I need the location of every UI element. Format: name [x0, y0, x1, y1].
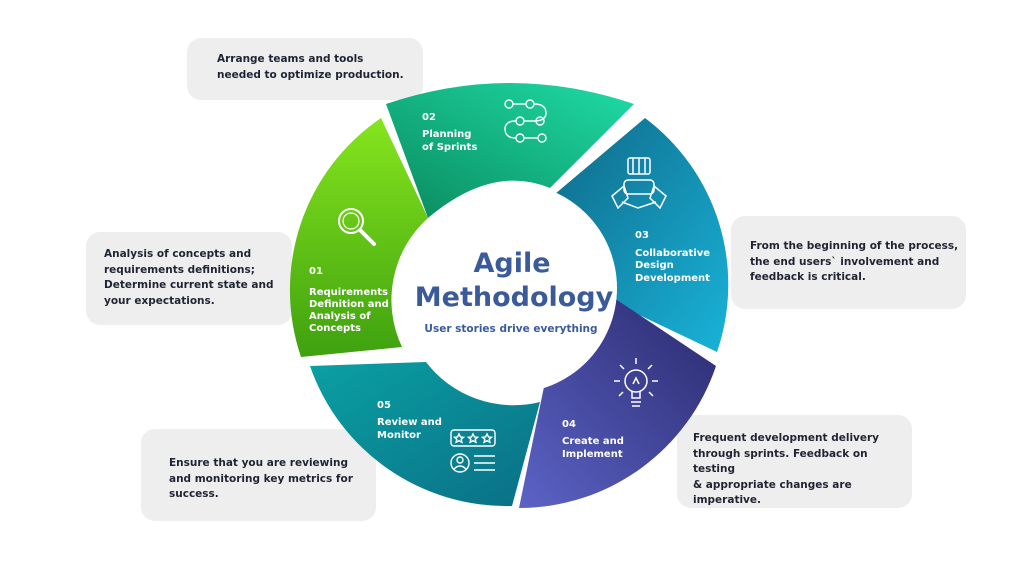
- magnifier-icon: [338, 208, 376, 246]
- note-review: Ensure that you are reviewing and monito…: [141, 429, 376, 521]
- step-01-label: 01 Requirements Definition and Analysis …: [309, 266, 392, 334]
- center-subtitle: User stories drive everything: [424, 323, 597, 335]
- note-line: feedback is critical.: [750, 271, 866, 283]
- note-line: imperative.: [693, 494, 762, 506]
- note-implement: Frequent development delivery through sp…: [677, 415, 912, 508]
- note-line: Determine current state and: [104, 279, 274, 291]
- step-02-label: 02 Planning of Sprints: [422, 112, 477, 153]
- center-title-line1: Agile: [473, 248, 550, 279]
- note-line: the end users` involvement and: [750, 255, 940, 268]
- note-collaborative: From the beginning of the process, the e…: [731, 216, 966, 309]
- note-planning: Arrange teams and tools needed to optimi…: [187, 38, 423, 100]
- note-line: & appropriate changes are: [693, 478, 852, 491]
- note-line: success.: [169, 488, 219, 500]
- center-title-line2: Methodology: [415, 282, 614, 313]
- note-line: Frequent development delivery: [693, 432, 880, 444]
- step-05-label: 05 Review and Monitor: [377, 400, 445, 441]
- team-hands-icon: [611, 157, 667, 210]
- step-04-label: 04 Create and Implement: [562, 419, 627, 460]
- note-line: and monitoring key metrics for: [169, 472, 353, 485]
- segment-03: [555, 118, 729, 352]
- flow-nodes-icon: [504, 99, 547, 143]
- note-line: Arrange teams and tools: [217, 53, 364, 65]
- review-rating-icon: [450, 429, 496, 473]
- segment-01: [289, 118, 428, 357]
- lightbulb-icon: [614, 358, 658, 407]
- note-line: Ensure that you are reviewing: [169, 457, 348, 469]
- note-line: your expectations.: [104, 294, 215, 307]
- step-03-label: 03 Collaborative Design Development: [635, 230, 714, 284]
- note-line: From the beginning of the process,: [750, 240, 959, 252]
- note-line: Analysis of concepts and: [104, 248, 252, 260]
- note-line: through sprints. Feedback on testing: [693, 447, 868, 476]
- segment-04: [519, 298, 716, 508]
- note-requirements: Analysis of concepts and requirements de…: [86, 232, 292, 325]
- note-line: requirements definitions;: [104, 263, 255, 276]
- note-line: needed to optimize production.: [217, 68, 404, 81]
- segment-02: [386, 83, 634, 218]
- center-circle: [407, 183, 617, 393]
